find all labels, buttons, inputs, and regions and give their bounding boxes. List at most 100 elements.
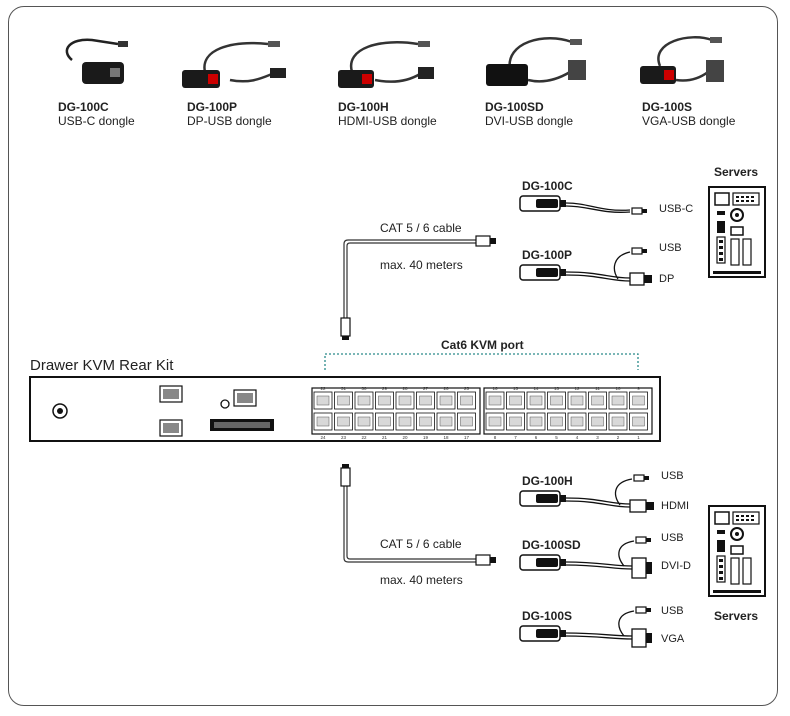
lower-dg100h-usb-label: USB (661, 470, 684, 482)
product-dg100sd-model: DG-100SD (485, 100, 544, 114)
rj45-port-inner (460, 395, 473, 406)
dongle-dg100h-diagram (519, 474, 654, 513)
port-number-bottom: 8 (494, 435, 497, 440)
rj45-port-inner (509, 395, 522, 406)
product-dg100h-model: DG-100H (338, 100, 389, 114)
port-number-top: 22 (320, 386, 326, 391)
rj45-port-inner (611, 395, 625, 406)
port-number-top: 26 (443, 386, 449, 391)
dongle-dg100c-diagram (519, 195, 648, 215)
port-number-top: 11 (595, 386, 600, 391)
lower-dg100sd-label: DG-100SD (522, 538, 581, 552)
rj45-port-inner (439, 395, 453, 406)
lower-dg100s-usb-label: USB (661, 605, 684, 617)
product-dg100p-image (182, 41, 286, 88)
port-number-bottom: 1 (637, 435, 640, 440)
port-number-bottom: 22 (361, 435, 367, 440)
port-number-bottom: 2 (617, 435, 620, 440)
diagram-frame (8, 6, 778, 706)
port-number-top: 30 (361, 386, 367, 391)
kit-label: Drawer KVM Rear Kit (30, 357, 174, 374)
port-number-top: 29 (382, 386, 388, 391)
port-number-bottom: 17 (464, 435, 470, 440)
port-number-bottom: 3 (596, 435, 599, 440)
cat6-port-label: Cat6 KVM port (441, 338, 524, 352)
rj45-port-inner (570, 395, 584, 406)
port-number-top: 16 (492, 386, 498, 391)
lower-dg100h-label: DG-100H (522, 474, 573, 488)
product-dg100p-desc: DP-USB dongle (187, 114, 272, 128)
server-top-image (708, 186, 766, 278)
server-bottom-image (708, 505, 766, 597)
port-number-bottom: 7 (514, 435, 517, 440)
product-dg100sd-image (486, 37, 586, 86)
product-dg100s-image (640, 36, 724, 84)
lower-distance-label: max. 40 meters (380, 573, 463, 587)
port-number-top: 15 (513, 386, 519, 391)
rj45-port-inner (419, 416, 432, 427)
port-number-top: 14 (533, 386, 539, 391)
rj45-port-inner (419, 395, 432, 406)
rj45-port-inner (357, 395, 371, 406)
product-dg100s-model: DG-100S (642, 100, 693, 114)
port-number-bottom: 21 (382, 435, 388, 440)
port-number-bottom: 19 (423, 435, 429, 440)
product-dg100p-model: DG-100P (187, 100, 238, 114)
rj45-port-inner (591, 416, 604, 427)
rj45-port-inner (550, 395, 563, 406)
upper-dg100p-dp-label: DP (659, 273, 675, 285)
upper-dg100p-usb-label: USB (659, 242, 682, 254)
product-dg100c-desc: USB-C dongle (58, 114, 135, 128)
product-dg100c-model: DG-100C (58, 100, 109, 114)
rj45-port-inner (570, 416, 584, 427)
port-number-bottom: 18 (443, 435, 449, 440)
kvm-rear-panel: 2224312330222921282027192618251716815714… (29, 376, 661, 442)
lower-dg100sd-dvid-label: DVI-D (661, 560, 691, 572)
dongle-dg100sd-diagram (519, 536, 652, 579)
upper-dg100p-label: DG-100P (522, 248, 573, 262)
lower-cable-label: CAT 5 / 6 cable (380, 537, 462, 551)
port-number-top: 25 (464, 386, 470, 391)
upper-dg100c-usbc-label: USB-C (659, 203, 694, 215)
servers-label-top: Servers (714, 165, 759, 179)
dongle-dg100p-diagram (519, 247, 652, 286)
dongle-dg100s-diagram (519, 606, 652, 648)
rj45-port-inner (439, 416, 453, 427)
port-number-bottom: 23 (341, 435, 347, 440)
rj45-port-inner (337, 395, 350, 406)
rj45-port-inner (550, 416, 563, 427)
rj45-port-inner (398, 395, 412, 406)
rj45-port-inner (316, 395, 330, 406)
rj45-port-inner (357, 416, 371, 427)
rj45-port-inner (591, 395, 604, 406)
port-number-bottom: 24 (320, 435, 326, 440)
port-number-top: 27 (423, 386, 429, 391)
product-dg100s-desc: VGA-USB dongle (642, 114, 736, 128)
port-number-bottom: 5 (555, 435, 558, 440)
port-number-top: 31 (341, 386, 347, 391)
upper-cable (340, 235, 496, 340)
lower-cable (340, 464, 496, 566)
port-number-top: 28 (402, 386, 408, 391)
upper-cable-label: CAT 5 / 6 cable (380, 221, 462, 235)
rj45-port-inner (378, 395, 391, 406)
port-number-top: 13 (554, 386, 560, 391)
port-number-bottom: 20 (402, 435, 408, 440)
lower-dg100s-label: DG-100S (522, 609, 573, 623)
port-number-top: 12 (574, 386, 580, 391)
port-number-top: 10 (615, 386, 621, 391)
product-dg100sd-desc: DVI-USB dongle (485, 114, 574, 128)
lower-dg100sd-usb-label: USB (661, 532, 684, 544)
upper-distance-label: max. 40 meters (380, 258, 463, 272)
servers-label-bottom: Servers (714, 609, 759, 623)
product-dg100c-image (65, 38, 128, 84)
product-dg100h-desc: HDMI-USB dongle (338, 114, 437, 128)
lower-dg100h-hdmi-label: HDMI (661, 500, 690, 512)
rj45-port-inner (398, 416, 412, 427)
rj45-port-inner (378, 416, 391, 427)
upper-dg100c-label: DG-100C (522, 179, 573, 193)
product-dg100h-image (338, 41, 434, 88)
port-number-bottom: 6 (535, 435, 538, 440)
rj45-port-inner (488, 416, 502, 427)
rj45-port-inner (460, 416, 473, 427)
